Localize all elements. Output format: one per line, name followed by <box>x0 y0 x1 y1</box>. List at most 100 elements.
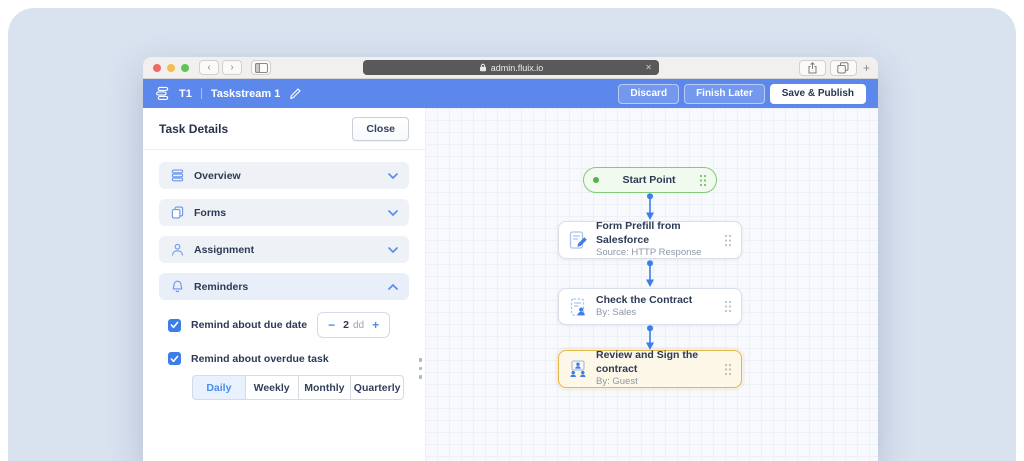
chevron-down-icon <box>388 209 398 216</box>
stepper-unit: dd <box>352 319 365 331</box>
section-label: Reminders <box>194 280 249 293</box>
section-assignment[interactable]: Assignment <box>159 236 409 263</box>
panel-title: Task Details <box>159 121 229 136</box>
start-dot-icon <box>593 177 599 183</box>
check-icon <box>170 355 179 362</box>
browser-window: ‹ › admin.fluix.io ✕ <box>143 57 878 461</box>
close-panel-button[interactable]: Close <box>352 116 409 141</box>
pencil-icon <box>290 88 301 99</box>
node-review-sign[interactable]: Review and Sign the contract By: Guest <box>558 349 742 389</box>
close-tab-button[interactable]: ✕ <box>645 60 652 75</box>
taskstream-id: T1 <box>179 87 192 100</box>
segment-weekly[interactable]: Weekly <box>244 375 299 400</box>
reminders-bell-icon <box>170 280 184 293</box>
node-text: Review and Sign the contract By: Guest <box>596 349 716 389</box>
chevron-up-icon <box>388 283 398 290</box>
address-bar[interactable]: admin.fluix.io ✕ <box>363 60 659 75</box>
panel-resize-handle[interactable] <box>418 358 422 379</box>
segment-daily[interactable]: Daily <box>192 375 246 400</box>
node-subtitle: By: Guest <box>596 376 638 388</box>
section-forms[interactable]: Forms <box>159 199 409 226</box>
section-label: Forms <box>194 206 227 219</box>
chrome-right-controls: + <box>798 60 872 76</box>
close-icon: ✕ <box>645 63 652 72</box>
connector-arrow <box>646 325 654 350</box>
rename-button[interactable] <box>289 87 302 100</box>
tab-overview-button[interactable] <box>829 60 857 76</box>
task-details-panel: Task Details Close Overview <box>143 108 425 461</box>
panel-sections: Overview Forms <box>143 150 425 400</box>
node-form-prefill[interactable]: Form Prefill from Salesforce Source: HTT… <box>558 220 742 260</box>
header-divider <box>200 88 202 99</box>
overdue-reminder-row: Remind about overdue task <box>168 352 409 365</box>
segment-quarterly[interactable]: Quarterly <box>350 375 404 400</box>
share-icon <box>808 62 817 74</box>
taskstream-logo-icon <box>156 86 169 100</box>
node-title: Start Point <box>622 174 676 186</box>
panel-header: Task Details Close <box>143 108 425 150</box>
node-check-contract[interactable]: Check the Contract By: Sales <box>558 288 742 325</box>
node-subtitle: Source: HTTP Response <box>596 247 702 259</box>
assignment-icon <box>170 243 184 256</box>
lock-icon <box>479 63 486 72</box>
due-date-reminder-row: Remind about due date − 2 dd + <box>168 312 409 338</box>
drag-handle-icon[interactable] <box>724 363 732 376</box>
back-button[interactable]: ‹ <box>199 60 219 75</box>
share-button[interactable] <box>798 60 826 76</box>
connector-arrow <box>646 193 654 220</box>
node-title: Form Prefill from Salesforce <box>596 220 681 246</box>
section-overview[interactable]: Overview <box>159 162 409 189</box>
forms-icon <box>170 206 184 219</box>
minimize-window-button[interactable] <box>167 63 175 72</box>
drag-handle-icon[interactable] <box>699 174 707 187</box>
form-edit-icon <box>569 231 587 249</box>
app-header: T1 Taskstream 1 Discard Finish Later Sav… <box>143 79 878 108</box>
overview-icon <box>170 169 184 182</box>
drag-handle-icon[interactable] <box>724 300 732 313</box>
url-text: admin.fluix.io <box>490 62 544 73</box>
nav-buttons: ‹ › <box>199 60 242 75</box>
zoom-window-button[interactable] <box>181 63 189 72</box>
people-group-icon <box>570 360 586 377</box>
overdue-checkbox[interactable] <box>168 352 181 365</box>
section-label: Assignment <box>194 243 255 256</box>
document-person-icon <box>570 297 585 316</box>
node-text: Check the Contract By: Sales <box>596 294 716 320</box>
save-publish-button[interactable]: Save & Publish <box>769 83 866 104</box>
workflow-canvas[interactable]: Start Point <box>425 108 878 461</box>
back-icon: ‹ <box>207 61 211 73</box>
segment-monthly[interactable]: Monthly <box>297 375 352 400</box>
overdue-label: Remind about overdue task <box>191 352 329 365</box>
forward-button[interactable]: › <box>222 60 242 75</box>
chevron-down-icon <box>388 172 398 179</box>
sidebar-toggle-button[interactable] <box>251 60 271 75</box>
check-icon <box>170 321 179 329</box>
due-date-checkbox[interactable] <box>168 318 181 332</box>
drag-handle-icon[interactable] <box>724 234 732 247</box>
stepper-plus-button[interactable]: + <box>372 318 380 332</box>
connector-arrow <box>646 260 654 287</box>
stepper-minus-button[interactable]: − <box>328 318 336 332</box>
tabs-icon <box>837 62 849 74</box>
node-title: Check the Contract <box>596 293 693 306</box>
node-title: Review and Sign the contract <box>596 349 699 375</box>
finish-later-button[interactable]: Finish Later <box>684 83 765 104</box>
plus-icon: + <box>862 61 870 75</box>
close-window-button[interactable] <box>153 63 161 72</box>
node-start-point[interactable]: Start Point <box>583 167 717 193</box>
chevron-down-icon <box>388 246 398 253</box>
main-content: Task Details Close Overview <box>143 108 878 461</box>
taskstream-title: Taskstream 1 <box>210 87 281 100</box>
forward-icon: › <box>230 61 234 73</box>
new-tab-button[interactable]: + <box>861 61 872 75</box>
section-reminders[interactable]: Reminders <box>159 273 409 300</box>
header-actions: Discard Finish Later Save & Publish <box>618 83 866 104</box>
frequency-segmented-control: Daily Weekly Monthly Quarterly <box>192 375 404 400</box>
section-label: Overview <box>194 169 241 182</box>
sidebar-panel-icon <box>254 62 268 73</box>
stepper-value: 2 <box>343 319 349 331</box>
browser-chrome: ‹ › admin.fluix.io ✕ <box>143 57 878 79</box>
discard-button[interactable]: Discard <box>618 83 680 104</box>
node-text: Form Prefill from Salesforce Source: HTT… <box>596 220 716 260</box>
